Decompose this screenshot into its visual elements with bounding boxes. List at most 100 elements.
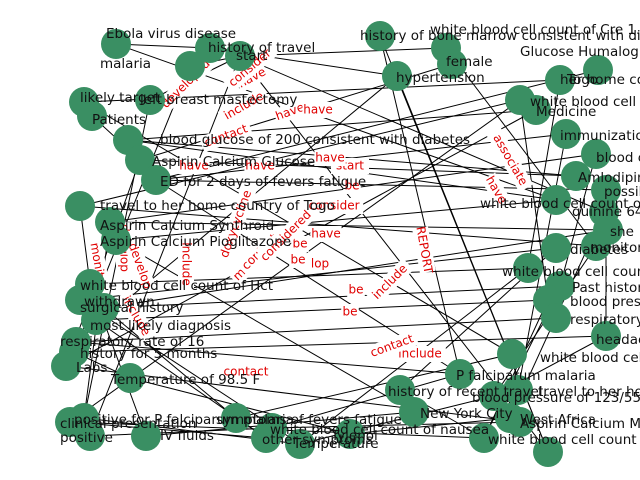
edge-label-group: include [366,258,414,306]
graph-node-label: Amlodipine Aspirin Calcium [578,170,640,186]
graph-node-label: surgical history [80,300,183,316]
graph-node [385,375,415,405]
graph-node-label: Aspirin Calcium Synthroid [100,218,274,234]
graph-node-label: respiratory rate [570,312,640,328]
graph-edge [103,229,609,309]
edge-label: be [349,283,364,297]
graph-node-label: history for 5 months [80,346,217,362]
graph-node-label: she [610,224,634,240]
graph-edge [95,299,549,321]
graph-node-label: most likely diagnosis [90,318,231,334]
graph-node-label: likely target [80,90,160,106]
graph-node-label: Aspirin Calcium Glucose [152,154,315,170]
graph-edge [89,55,241,437]
graph-node [115,363,145,393]
edge-label-background [215,184,257,264]
graph-node [541,303,571,333]
graph-node-label: white blood cell count of BUN 12 [488,432,640,448]
graph-node-label: P falciparum malaria [456,368,596,384]
graph-node [399,397,429,427]
graph-node [175,51,205,81]
graph-edge [155,179,607,191]
edge-label-group: be [289,252,307,268]
edge-label-background [341,304,359,320]
edge-label-background [220,364,272,380]
graph-node [221,403,251,433]
graph-node [591,321,621,351]
graph-edge [239,55,605,213]
graph-node-label: white blood cell count of Plt [530,94,640,110]
graph-edge [519,99,549,301]
graph-node-label: symptoms of fevers fatigue [216,412,402,428]
graph-node-label: ED for 2 days of fevers fatigue [160,174,366,190]
graph-node [581,139,611,169]
graph-node [51,351,81,381]
graph-node-label: respiratory rate of 16 [60,334,204,350]
edge-label-background [307,256,333,272]
graph-node-label: history of travel [208,40,315,56]
graph-edge [527,79,561,269]
edge-label-background [291,236,309,252]
graph-node-label: Togo [566,72,598,88]
edge-label-group: be [347,282,365,298]
edge-label-group: include [394,346,446,362]
edge-label-group: lop [307,256,333,272]
graph-node [513,253,543,283]
graph-edge [75,317,557,343]
graph-node-label: malaria [100,56,151,72]
edge-label-group: have [302,102,334,118]
graph-node-label: travel to her home country of Togo [100,198,335,214]
graph-edge [75,341,461,375]
graph-node-label: blood cell count [596,150,640,166]
graph-edge [349,417,511,435]
graph-node [533,437,563,467]
graph-node [445,359,475,389]
edge-label: have [245,159,274,173]
edge-label: have [179,159,208,173]
graph-node [497,339,527,369]
edge-label-group: REPORT [412,225,436,275]
graph-edge [483,299,549,439]
graph-node [469,423,499,453]
edge-label-group: be [291,236,309,252]
edge-label-background [289,252,307,268]
graph-node-label: New York City [420,406,513,422]
edge-label-background [304,198,364,214]
graph-edge [69,421,267,439]
graph-node [285,429,315,459]
graph-node [505,85,535,115]
graph-edge [271,421,521,429]
edge-label: contact [224,365,269,379]
graph-node-label: white blood cell count of nausea [270,422,489,438]
graph-nodes [51,21,623,467]
edge-label-background [366,258,414,306]
graph-node-label: Past history [572,280,640,296]
graph-node-label: diabetes [570,242,628,258]
edge-label: be [345,179,360,193]
graph-edge [115,239,415,413]
graph-node-label: white blood cell count of BUN 12 consist… [480,196,640,212]
graph-edge [127,109,537,141]
edge-label-background [254,204,318,268]
graph-node [479,381,509,411]
graph-node [561,161,591,191]
graph-node-label: immunizations received before [560,128,640,144]
graph-node-label: Medicine [536,104,596,120]
edge-label-group: have [310,226,342,242]
edge-label: include [180,242,194,285]
edge-label-background [272,99,308,125]
graph-node [545,65,575,95]
graph-node-label: West Africa [520,412,596,428]
graph-edge [115,199,557,241]
graph-node-label: white blood cell count of Plt 80 consist… [502,264,640,280]
edge-label-background [365,329,419,363]
edge-label-background [116,289,156,343]
graph-node-label: blood pressure [570,294,640,310]
edge-label: be [343,305,358,319]
graph-node-label: blood glucose of 200 consistent with dia… [160,132,470,148]
edge-label-background [412,226,436,274]
graph-node-label: Temperature of 98.5 F [110,372,260,388]
graph-node [195,33,225,63]
graph-node-label: white blood cell count of Creatinine [540,350,640,366]
graph-node-label: IV fluids [160,428,214,444]
